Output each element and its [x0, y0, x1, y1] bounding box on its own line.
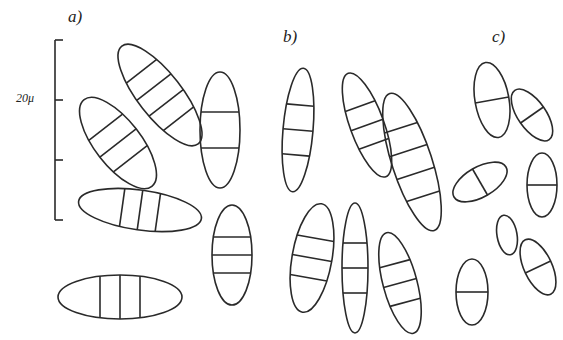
- spore: [494, 214, 521, 257]
- spore: [200, 72, 240, 188]
- spore: [469, 60, 516, 141]
- spore: [527, 153, 557, 217]
- spore: [370, 228, 430, 337]
- spore: [283, 200, 341, 315]
- scale-bar: [55, 40, 63, 220]
- panel-label: a): [68, 8, 82, 25]
- spore: [371, 87, 454, 236]
- spore: [58, 275, 182, 319]
- panel-label: b): [283, 28, 297, 45]
- spore: [503, 82, 560, 147]
- spore: [66, 85, 170, 200]
- spore: [278, 67, 319, 193]
- spore: [456, 259, 488, 325]
- spore: [104, 33, 215, 158]
- spore: [76, 182, 204, 239]
- spore: [342, 203, 368, 333]
- panel-label: c): [492, 28, 505, 45]
- spore: [212, 205, 252, 305]
- spore: [513, 234, 563, 300]
- scale-label: 20μ: [16, 92, 34, 104]
- spore: [447, 154, 514, 210]
